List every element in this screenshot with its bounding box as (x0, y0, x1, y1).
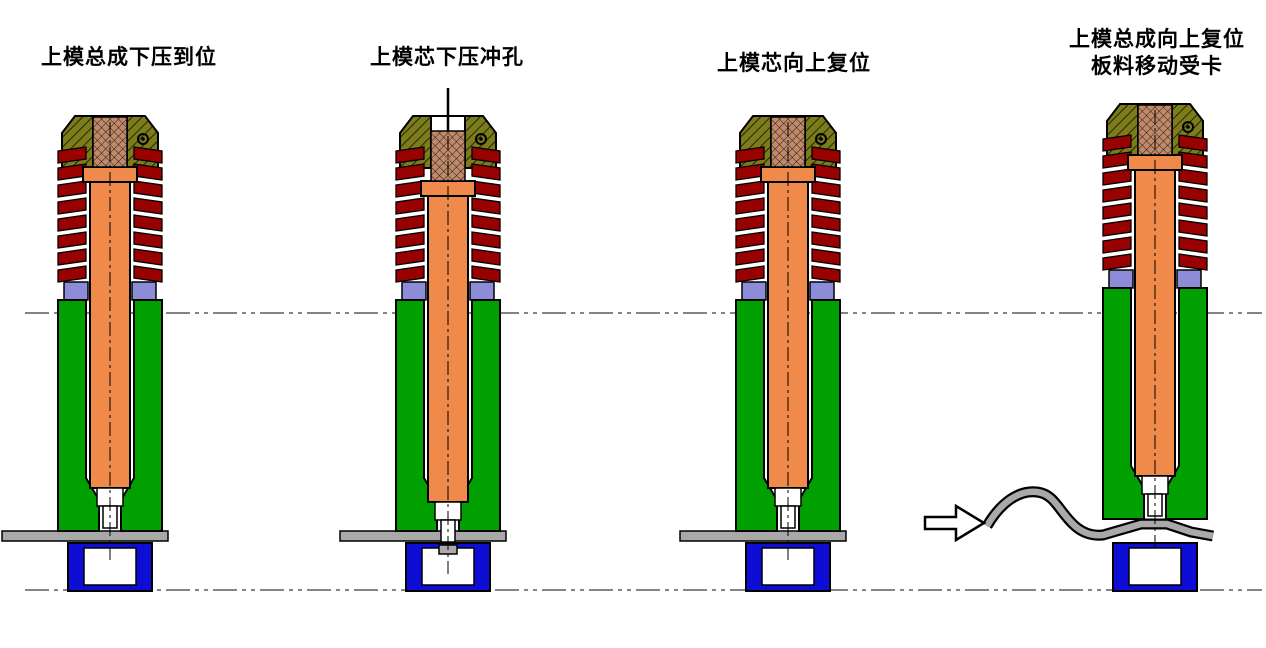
stage-1-label: 上模总成下压到位 (41, 46, 217, 69)
stage-4-label-line2: 板料移动受卡 (1091, 55, 1223, 78)
stage-4-label: 上模总成向上复位 板料移动受卡 (1069, 26, 1245, 80)
stage-2-figure (339, 88, 507, 592)
stage-4-label-line1: 上模总成向上复位 (1069, 28, 1245, 51)
bent-sheet (982, 486, 1214, 542)
stage-4-figure (923, 103, 1214, 592)
stage-2-label: 上模芯下压冲孔 (370, 46, 524, 69)
stage-3-label: 上模芯向上复位 (717, 52, 871, 75)
stage-3-figure (679, 115, 847, 592)
stage-1-figure (1, 115, 169, 592)
flow-arrow-icon (923, 503, 987, 543)
bent-sheet-body (984, 488, 1214, 540)
